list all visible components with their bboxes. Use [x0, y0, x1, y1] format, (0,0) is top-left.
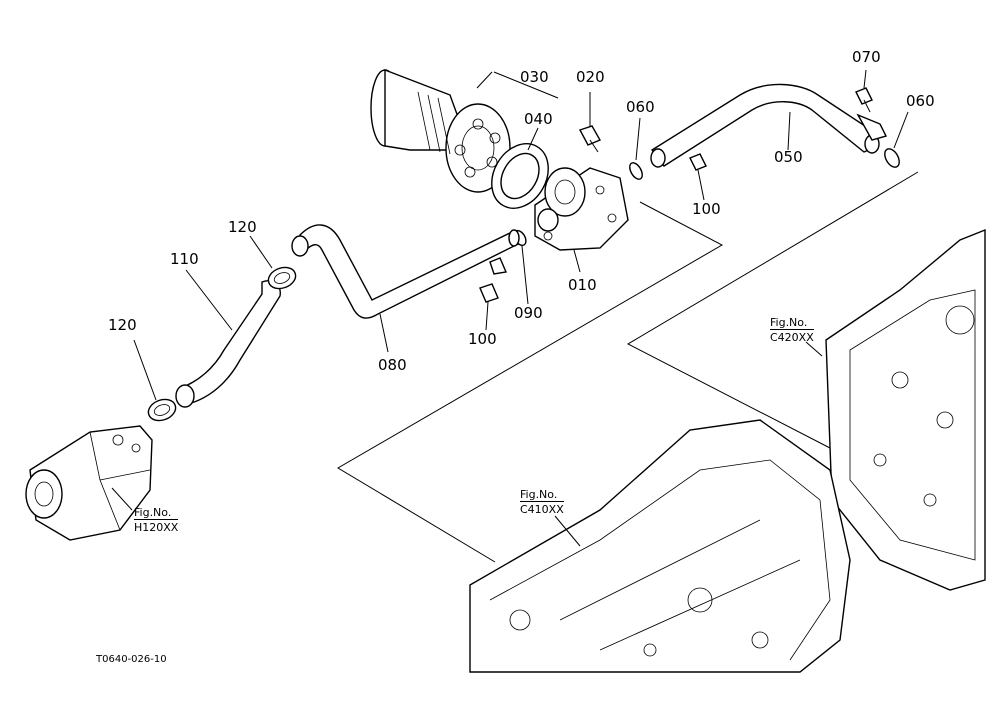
- pipe-050: [650, 83, 888, 168]
- hose-clamp: [147, 398, 177, 422]
- hose-110: [175, 280, 281, 408]
- part-label-080: 080: [378, 356, 407, 374]
- boundary-lines: [337, 71, 919, 563]
- bolt: [855, 87, 873, 113]
- gasket: [491, 143, 549, 209]
- part-label-070: 070: [852, 48, 881, 66]
- figure-ref-code: H120XX: [134, 519, 179, 534]
- part-label-100: 100: [692, 200, 721, 218]
- oil-filter: [370, 68, 511, 193]
- bolt: [578, 125, 602, 153]
- part-label-050: 050: [774, 148, 803, 166]
- pipe-080: [291, 224, 520, 319]
- part-label-030: 030: [520, 68, 549, 86]
- figure-ref-code: C420XX: [770, 329, 814, 344]
- part-label-060: 060: [626, 98, 655, 116]
- transmission-housing-lower: [469, 419, 851, 673]
- figure-ref-prefix: Fig.No.: [520, 488, 558, 501]
- part-label-110: 110: [170, 250, 199, 268]
- figure-ref-h120xx: Fig.No. H120XX: [134, 506, 179, 534]
- figure-ref-c420xx: Fig.No. C420XX: [770, 316, 814, 344]
- o-ring: [884, 148, 900, 168]
- part-label-120: 120: [228, 218, 257, 236]
- bolt: [689, 153, 707, 171]
- filter-head: [534, 167, 629, 251]
- part-label-100-lower: 100: [468, 330, 497, 348]
- part-label-020: 020: [576, 68, 605, 86]
- hose-clamp: [267, 266, 297, 290]
- document-id: T0640-026-10: [96, 654, 167, 665]
- part-label-040: 040: [524, 110, 553, 128]
- hydraulic-pump: [25, 425, 153, 541]
- label-leaders: [111, 69, 909, 547]
- figure-ref-prefix: Fig.No.: [134, 506, 172, 519]
- figure-ref-prefix: Fig.No.: [770, 316, 808, 329]
- bolt: [479, 283, 499, 303]
- figure-ref-code: C410XX: [520, 501, 564, 516]
- part-label-010: 010: [568, 276, 597, 294]
- figure-ref-c410xx: Fig.No. C410XX: [520, 488, 564, 516]
- transmission-housing-upper: [825, 228, 986, 591]
- part-label-120-lower: 120: [108, 316, 137, 334]
- part-label-060-right: 060: [906, 92, 935, 110]
- part-label-090: 090: [514, 304, 543, 322]
- o-ring: [629, 162, 643, 180]
